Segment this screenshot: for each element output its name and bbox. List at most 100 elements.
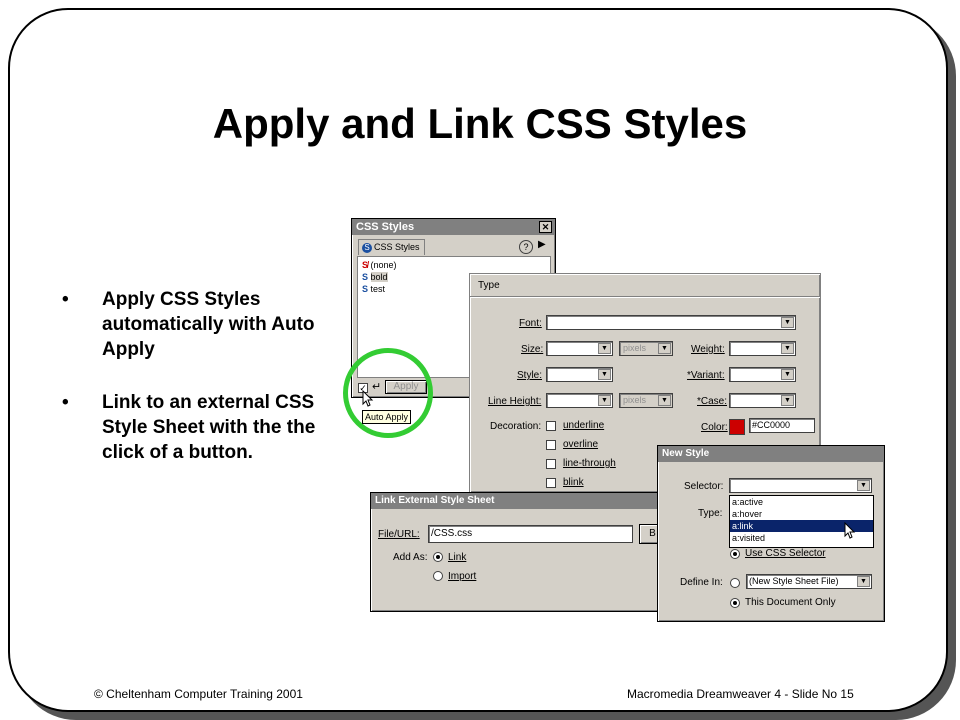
font-select[interactable]: ▼ — [546, 315, 796, 330]
blink-label: blink — [563, 477, 584, 488]
option-a-link[interactable]: a:link — [730, 520, 873, 532]
panel-menu-arrow-icon[interactable]: ▶ — [538, 239, 546, 250]
dropdown-arrow-icon: ▼ — [781, 317, 794, 328]
bullet-text: Apply CSS Styles automatically with Auto… — [102, 289, 315, 360]
line-through-label: line-through — [563, 458, 616, 469]
use-css-selector-radio[interactable] — [730, 549, 740, 559]
footer-copyright: © Cheltenham Computer Training 2001 — [94, 687, 303, 701]
dropdown-arrow-icon: ▼ — [658, 343, 671, 354]
dropdown-arrow-icon: ▼ — [781, 369, 794, 380]
tab-label: CSS Styles — [374, 242, 420, 252]
type-style-dialog: Type Font: ▼ Size: ▼ pixels▼ Weight: ▼ S… — [469, 273, 821, 493]
style-item-label: test — [370, 284, 386, 294]
dropdown-arrow-icon: ▼ — [598, 395, 611, 406]
style-item-label: (none) — [370, 260, 397, 270]
this-document-only-label: This Document Only — [745, 597, 836, 608]
import-radio[interactable] — [433, 571, 443, 581]
style-label: Style: — [517, 370, 543, 381]
css-panel-title: CSS Styles — [356, 221, 415, 233]
bullet-list: • Apply CSS Styles automatically with Aut… — [62, 287, 317, 493]
bullet-dot: • — [62, 289, 69, 310]
link-external-dialog: Link External Style Sheet File/URL: /CSS… — [370, 492, 667, 612]
line-through-checkbox[interactable] — [546, 459, 556, 469]
import-radio-label: Import — [448, 571, 477, 582]
file-url-input[interactable]: /CSS.css — [428, 525, 633, 543]
color-label: Color: — [701, 422, 728, 433]
new-style-titlebar: New Style — [658, 446, 884, 462]
variant-select[interactable]: ▼ — [729, 367, 796, 382]
help-icon[interactable]: ? — [519, 240, 533, 254]
use-css-selector-label: Use CSS Selector — [745, 548, 826, 559]
style-select[interactable]: ▼ — [546, 367, 613, 382]
style-icon: S — [362, 284, 369, 294]
bullet-item: • Link to an external CSS Style Sheet wit… — [62, 390, 317, 465]
divider — [470, 296, 820, 298]
line-height-select[interactable]: ▼ — [546, 393, 613, 408]
style-item-bold[interactable]: S bold — [362, 272, 388, 282]
option-a-active[interactable]: a:active — [732, 497, 764, 507]
bullet-dot: • — [62, 392, 69, 413]
style-item-label: bold — [370, 272, 388, 282]
link-radio-label: Link — [448, 552, 467, 563]
selector-combo[interactable]: ▼ — [729, 478, 872, 493]
blink-checkbox[interactable] — [546, 478, 556, 488]
size-unit-value: pixels — [623, 343, 647, 353]
link-dialog-titlebar: Link External Style Sheet — [371, 493, 666, 509]
weight-select[interactable]: ▼ — [729, 341, 796, 356]
css-styles-icon: S — [362, 242, 372, 253]
mouse-pointer-icon — [844, 522, 856, 539]
option-a-hover[interactable]: a:hover — [732, 509, 763, 519]
decoration-label: Decoration: — [490, 421, 542, 432]
line-height-unit-value: pixels — [623, 395, 647, 405]
line-height-unit-select[interactable]: pixels ▼ — [619, 393, 673, 408]
slide-title: Apply and Link CSS Styles — [212, 100, 748, 147]
color-field[interactable]: #CC0000 — [749, 418, 815, 433]
size-unit-select[interactable]: pixels ▼ — [619, 341, 673, 356]
this-document-only-radio[interactable] — [730, 598, 740, 608]
type-label: Type: — [698, 508, 723, 519]
overline-label: overline — [563, 439, 599, 450]
bullet-item: • Apply CSS Styles automatically with Aut… — [62, 287, 317, 362]
size-select[interactable]: ▼ — [546, 341, 613, 356]
define-in-file-radio[interactable] — [730, 578, 740, 588]
add-as-label: Add As: — [393, 552, 428, 563]
dropdown-arrow-icon: ▼ — [658, 395, 671, 406]
style-item-test[interactable]: S test — [362, 284, 385, 294]
size-label: Size: — [521, 344, 544, 355]
new-style-title: New Style — [662, 448, 710, 459]
line-height-label: Line Height: — [488, 396, 542, 407]
define-in-label: Define In: — [680, 577, 723, 588]
overline-checkbox[interactable] — [546, 440, 556, 450]
dropdown-arrow-icon: ▼ — [598, 369, 611, 380]
font-label: Font: — [519, 318, 542, 329]
auto-apply-tooltip: Auto Apply — [362, 410, 412, 424]
style-item-none[interactable]: S̸ (none) — [362, 260, 397, 270]
variant-label: *Variant: — [687, 370, 725, 381]
file-url-label: File/URL: — [378, 529, 420, 540]
define-in-value: (New Style Sheet File) — [749, 576, 839, 586]
color-value: #CC0000 — [752, 420, 791, 430]
link-radio[interactable] — [433, 552, 443, 562]
footer-slide-number: Macromedia Dreamweaver 4 - Slide No 15 — [627, 687, 854, 701]
dropdown-arrow-icon: ▼ — [781, 343, 794, 354]
underline-label: underline — [563, 420, 605, 431]
color-swatch[interactable] — [729, 419, 745, 435]
link-dialog-title: Link External Style Sheet — [375, 495, 495, 506]
category-type-label: Type — [478, 280, 500, 291]
option-a-visited[interactable]: a:visited — [732, 533, 766, 543]
selector-label: Selector: — [684, 481, 724, 492]
mouse-pointer-icon — [362, 390, 374, 407]
dropdown-arrow-icon: ▼ — [598, 343, 611, 354]
define-in-select[interactable]: (New Style Sheet File) ▼ — [746, 574, 872, 589]
bullet-text: Link to an external CSS Style Sheet with… — [102, 392, 316, 463]
underline-checkbox[interactable] — [546, 421, 556, 431]
close-icon[interactable]: ✕ — [539, 221, 552, 233]
case-select[interactable]: ▼ — [729, 393, 796, 408]
selector-dropdown-list: a:active a:hover a:link a:visited — [729, 495, 874, 548]
dropdown-arrow-icon: ▼ — [781, 395, 794, 406]
file-url-value: /CSS.css — [431, 528, 473, 539]
dropdown-arrow-icon: ▼ — [857, 576, 870, 587]
style-icon: S — [362, 272, 369, 282]
case-label: *Case: — [697, 396, 728, 407]
